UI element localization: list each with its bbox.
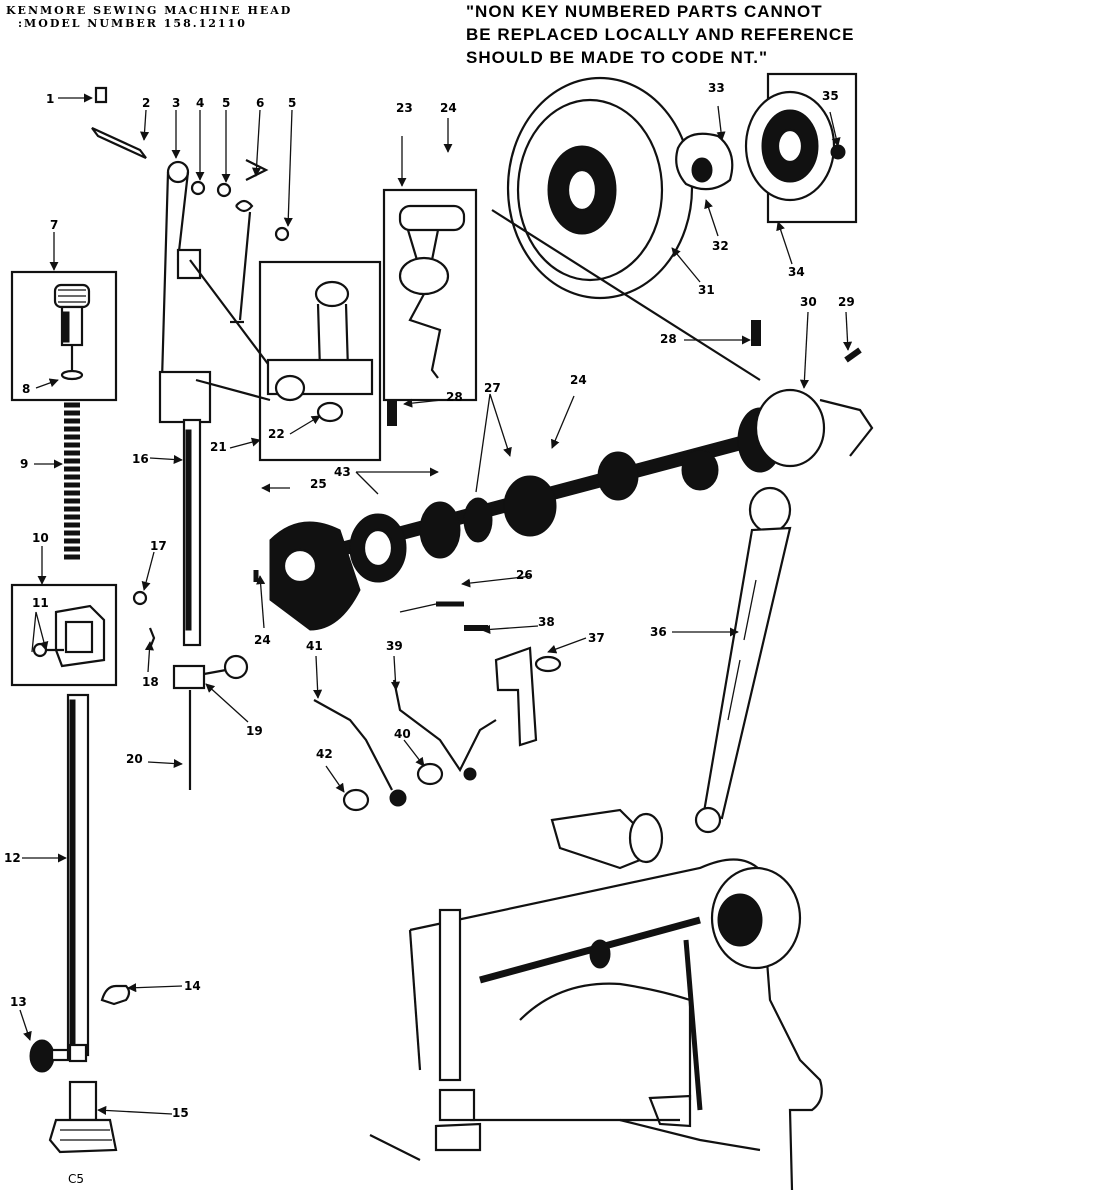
label-7: 7 <box>50 218 59 232</box>
label-10: 10 <box>32 531 49 545</box>
part-36-connecting-rod <box>694 486 792 834</box>
label-40: 40 <box>394 727 411 741</box>
label-22: 22 <box>268 427 285 441</box>
label-28b: 28 <box>660 332 677 346</box>
notice-line3: SHOULD BE MADE TO CODE NT." <box>466 48 769 67</box>
leader-lines <box>19 93 853 1115</box>
label-15: 15 <box>172 1106 189 1120</box>
label-20: 20 <box>126 752 143 766</box>
label-39: 39 <box>386 639 403 653</box>
part-9-spring <box>64 402 80 560</box>
part-41-lever <box>313 699 393 791</box>
part-13-thumb-screw <box>29 1039 70 1073</box>
parts-17-18 <box>132 590 156 649</box>
label-23: 23 <box>396 101 413 115</box>
label-24a: 24 <box>440 101 457 115</box>
part-21-link <box>266 280 374 423</box>
part-12-presser-bar <box>66 693 90 1063</box>
part-37-bracket <box>494 646 562 747</box>
label-3: 3 <box>172 96 181 110</box>
label-38: 38 <box>538 615 555 629</box>
label-6: 6 <box>256 96 265 110</box>
label-37: 37 <box>588 631 605 645</box>
label-14: 14 <box>184 979 201 993</box>
main-shaft <box>269 388 874 631</box>
label-4: 4 <box>196 96 205 110</box>
label-5a: 5 <box>222 96 231 110</box>
part-34-gear <box>744 90 846 202</box>
inset-box-10 <box>10 583 118 687</box>
label-16: 16 <box>132 452 149 466</box>
label-28a: 28 <box>446 390 463 404</box>
part-32-plate <box>675 132 734 191</box>
inset-box-23 <box>382 188 478 402</box>
part-7-knob <box>53 283 91 381</box>
machine-body <box>369 858 823 1191</box>
label-33: 33 <box>708 81 725 95</box>
label-31: 31 <box>698 283 715 297</box>
label-13: 13 <box>10 995 27 1009</box>
part-15-presser-foot <box>48 1080 118 1154</box>
inset-box-21 <box>258 260 382 462</box>
label-11: 11 <box>32 596 49 610</box>
label-5b: 5 <box>288 96 297 110</box>
inset-box-7 <box>10 270 118 402</box>
label-24c: 24 <box>254 633 271 647</box>
label-24b: 24 <box>570 373 587 387</box>
part-23-crank <box>398 204 466 379</box>
label-17: 17 <box>150 539 167 553</box>
part-14-clip <box>100 984 131 1006</box>
part-10-bracket <box>32 604 106 668</box>
label-8: 8 <box>22 382 31 396</box>
part-19-needle-clamp <box>172 654 249 790</box>
label-34: 34 <box>788 265 805 279</box>
label-29: 29 <box>838 295 855 309</box>
label-27: 27 <box>484 381 501 395</box>
label-26: 26 <box>516 568 533 582</box>
notice-line1: "NON KEY NUMBERED PARTS CANNOT <box>466 2 823 21</box>
label-19: 19 <box>246 724 263 738</box>
notice-line2: BE REPLACED LOCALLY AND REFERENCE <box>466 25 855 44</box>
label-42: 42 <box>316 747 333 761</box>
label-35: 35 <box>822 89 839 103</box>
label-25: 25 <box>310 477 327 491</box>
part-31-handwheel <box>491 76 761 381</box>
label-30: 30 <box>800 295 817 309</box>
part-16-needle-bar <box>158 160 281 647</box>
label-32: 32 <box>712 239 729 253</box>
part-39-lever <box>392 679 497 773</box>
shaft-bushing <box>550 808 664 870</box>
label-9: 9 <box>20 457 29 471</box>
page-code: C5 <box>68 1172 85 1186</box>
label-12: 12 <box>4 851 21 865</box>
part-29-pin <box>844 347 862 363</box>
label-1: 1 <box>46 92 55 106</box>
label-43: 43 <box>334 465 351 479</box>
label-36: 36 <box>650 625 667 639</box>
label-21: 21 <box>210 440 227 454</box>
part-40-42-studs <box>342 762 477 812</box>
model-title-line2: :MODEL NUMBER 158.12110 <box>18 17 247 30</box>
model-title-line1: KENMORE SEWING MACHINE HEAD <box>6 4 293 17</box>
label-41: 41 <box>306 639 323 653</box>
label-18: 18 <box>142 675 159 689</box>
label-2: 2 <box>142 96 151 110</box>
